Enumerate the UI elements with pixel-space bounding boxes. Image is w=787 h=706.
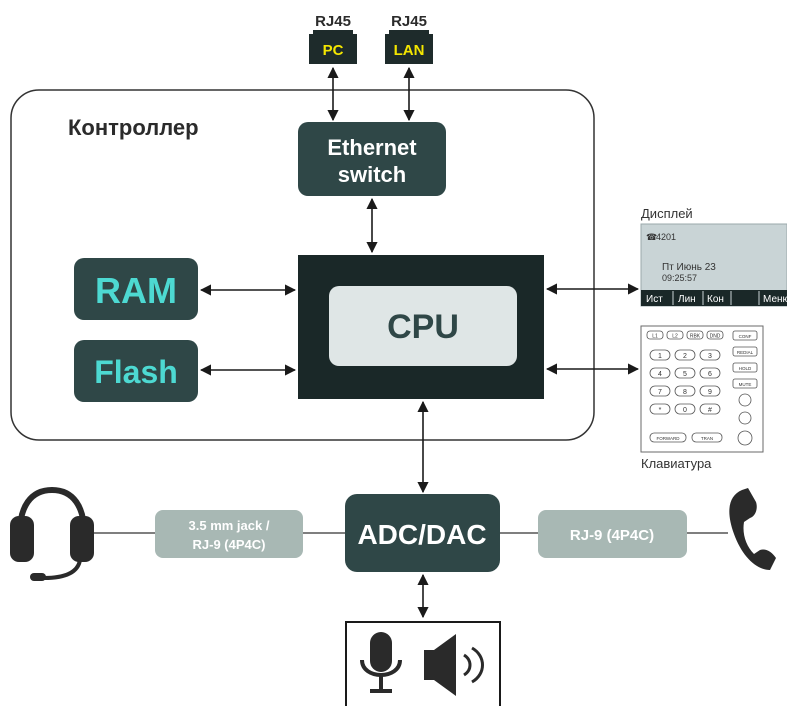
cpu-block: CPU <box>298 255 544 399</box>
display-time: 09:25:57 <box>662 273 697 283</box>
keyboard: L1 L2 RBK DND CONF REDIAL HOLD MUTE 1 2 … <box>640 325 764 453</box>
softkey-5: Меню <box>763 294 787 305</box>
microphone-icon <box>360 632 402 693</box>
key-digit-8: 8 <box>683 389 687 396</box>
speaker-icon <box>424 634 484 696</box>
volume-up-icon <box>738 411 752 425</box>
headset-icon <box>10 486 94 581</box>
port-lan: RJ45 LAN <box>385 13 433 64</box>
headset-interface: 3.5 mm jack / RJ-9 (4P4C) <box>155 510 303 558</box>
display-caption: Дисплей <box>641 206 693 221</box>
cpu-label: CPU <box>387 308 459 346</box>
softkey-2: Лин <box>678 294 696 305</box>
key-conf: CONF <box>739 334 752 339</box>
adc-dac-label: ADC/DAC <box>357 519 486 550</box>
display-screen: ☎ 4201 Пт Июнь 23 09:25:57 Ист Лин Кон М… <box>640 223 787 307</box>
key-mute: MUTE <box>739 382 752 387</box>
headset-interface-line2: RJ-9 (4P4C) <box>193 537 266 552</box>
key-digit-9: 9 <box>708 389 712 396</box>
speaker-key-icon <box>737 430 753 446</box>
key-l1: L1 <box>652 334 658 340</box>
key-dnd: DND <box>710 334 721 340</box>
key-forward: FORWARD <box>657 436 681 441</box>
key-digit-5: 5 <box>683 371 687 378</box>
key-digit-3: 3 <box>708 353 712 360</box>
handset-interface-label: RJ-9 (4P4C) <box>570 527 654 544</box>
softkey-1: Ист <box>646 294 663 305</box>
flash-label: Flash <box>94 354 178 390</box>
ethernet-label-line1: Ethernet <box>327 135 417 160</box>
port-lan-connector: RJ45 <box>391 13 427 30</box>
ethernet-switch-block: Ethernet switch <box>298 122 446 196</box>
ram-label: RAM <box>95 270 177 311</box>
key-tran: TRAN <box>701 436 713 441</box>
port-lan-label: LAN <box>394 42 425 59</box>
key-digit-4: 4 <box>658 371 662 378</box>
port-pc-connector: RJ45 <box>315 13 351 30</box>
display-phone-icon: ☎ <box>646 232 657 242</box>
key-hash: # <box>708 407 712 414</box>
volume-down-icon <box>738 393 752 407</box>
ram-block: RAM <box>74 258 198 320</box>
key-digit-0: 0 <box>683 407 687 414</box>
key-digit-2: 2 <box>683 353 687 360</box>
ethernet-label-line2: switch <box>338 162 406 187</box>
key-redial: REDIAL <box>737 350 754 355</box>
key-digit-1: 1 <box>658 353 662 360</box>
display-line-number: 4201 <box>656 232 676 242</box>
audio-box <box>345 621 501 706</box>
handset-icon <box>729 488 776 570</box>
handset-interface: RJ-9 (4P4C) <box>538 510 687 558</box>
controller-title: Контроллер <box>68 115 199 140</box>
key-hold: HOLD <box>739 366 752 371</box>
key-rbk: RBK <box>690 334 701 340</box>
flash-block: Flash <box>74 340 198 402</box>
key-star: * <box>659 407 662 414</box>
key-digit-6: 6 <box>708 371 712 378</box>
key-l2: L2 <box>672 334 678 340</box>
display-date: Пт Июнь 23 <box>662 262 716 273</box>
keyboard-caption: Клавиатура <box>641 456 712 471</box>
port-pc: RJ45 PC <box>309 13 357 64</box>
adc-dac-block: ADC/DAC <box>345 494 500 572</box>
key-digit-7: 7 <box>658 389 662 396</box>
port-pc-label: PC <box>323 42 344 59</box>
headset-interface-line1: 3.5 mm jack / <box>189 518 270 533</box>
softkey-3: Кон <box>707 294 724 305</box>
